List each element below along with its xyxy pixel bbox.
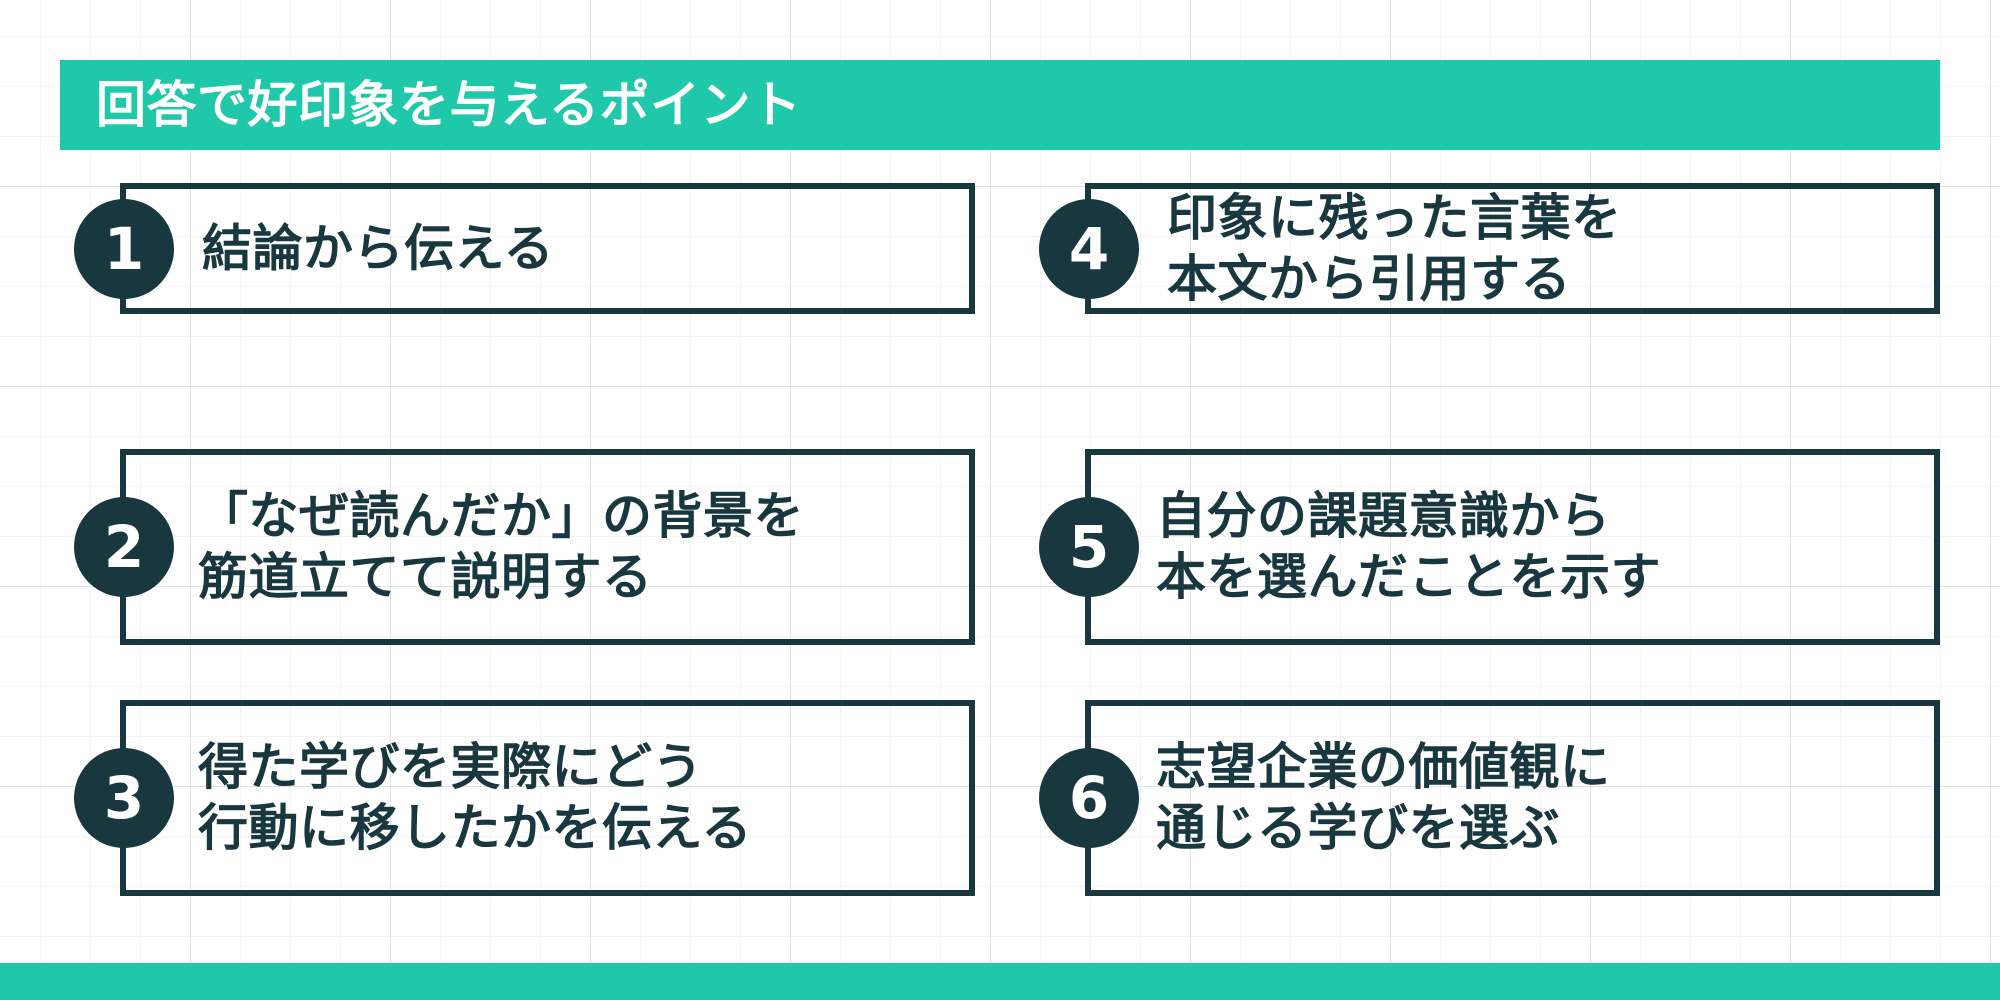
point-text-3: 得た学びを実際にどう 行動に移したかを伝える <box>198 738 752 857</box>
point-number-badge-4: 4 <box>1039 198 1139 299</box>
point-number-badge-6: 6 <box>1039 748 1139 848</box>
point-number-badge-3: 3 <box>74 748 174 848</box>
point-card-5: 5 自分の課題意識から 本を選んだことを示す <box>1039 449 1940 645</box>
point-text-4: 印象に残った言葉を 本文から引用する <box>1167 188 1622 308</box>
point-card-1: 1 結論から伝える <box>74 183 975 314</box>
point-card-3: 3 得た学びを実際にどう 行動に移したかを伝える <box>74 700 975 896</box>
point-text-5: 自分の課題意識から 本を選んだことを示す <box>1156 487 1661 606</box>
header-banner: 回答で好印象を与えるポイント <box>60 60 1940 150</box>
point-card-6: 6 志望企業の価値観に 通じる学びを選ぶ <box>1039 700 1940 896</box>
point-number-badge-5: 5 <box>1039 497 1139 597</box>
point-card-2: 2 「なぜ読んだか」の背景を 筋道立てて説明する <box>74 449 975 645</box>
point-number-badge-1: 1 <box>74 198 174 299</box>
point-text-1: 結論から伝える <box>202 219 554 277</box>
point-text-6: 志望企業の価値観に 通じる学びを選ぶ <box>1156 738 1611 857</box>
footer-accent-bar <box>0 963 2000 1000</box>
point-number-badge-2: 2 <box>74 497 174 597</box>
point-card-4: 4 印象に残った言葉を 本文から引用する <box>1039 183 1940 314</box>
point-text-2: 「なぜ読んだか」の背景を 筋道立てて説明する <box>198 487 804 606</box>
page-title: 回答で好印象を与えるポイント <box>96 76 802 134</box>
